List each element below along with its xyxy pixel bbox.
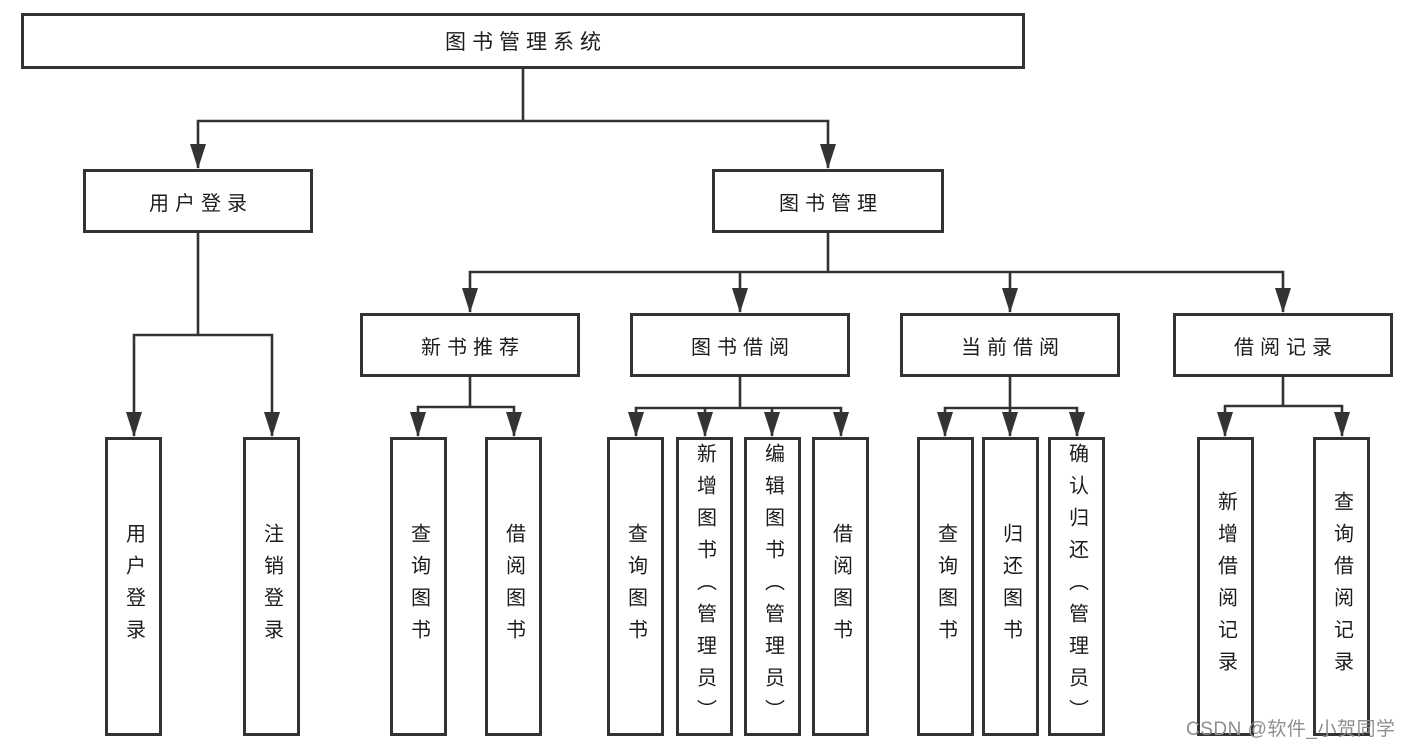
leaf-borrow-query-books: 查询图书 <box>607 437 664 736</box>
node-user-login-label: 用户登录 <box>149 192 253 215</box>
connector-book-borrow-children <box>628 377 849 437</box>
connector-user-login-children <box>126 232 280 437</box>
leaf-edit-books-admin-label: 编辑图书（管理员） <box>761 442 784 731</box>
node-book-management: 图书管理 <box>712 169 944 233</box>
leaf-add-borrow-record: 新增借阅记录 <box>1197 437 1254 736</box>
node-book-borrow: 图书借阅 <box>630 313 850 377</box>
node-library-system-label: 图书管理系统 <box>445 31 607 54</box>
leaf-return-books: 归还图书 <box>982 437 1039 736</box>
leaf-edit-books-admin: 编辑图书（管理员） <box>744 437 801 736</box>
leaf-current-query-books-label: 查询图书 <box>934 522 957 651</box>
leaf-current-query-books: 查询图书 <box>917 437 974 736</box>
leaf-recommend-query-books: 查询图书 <box>390 437 447 736</box>
leaf-add-borrow-record-label: 新增借阅记录 <box>1214 490 1237 683</box>
node-borrow-records: 借阅记录 <box>1173 313 1393 377</box>
leaf-borrow-books: 借阅图书 <box>812 437 869 736</box>
node-book-management-label: 图书管理 <box>779 192 883 215</box>
csdn-watermark: CSDN @软件_小贺同学 <box>1186 719 1396 740</box>
leaf-borrow-query-books-label: 查询图书 <box>624 522 647 651</box>
leaf-user-login-label: 用户登录 <box>122 522 145 651</box>
leaf-add-books-admin: 新增图书（管理员） <box>676 437 733 736</box>
leaf-logout: 注销登录 <box>243 437 300 736</box>
leaf-return-books-label: 归还图书 <box>999 522 1022 651</box>
leaf-query-borrow-record-label: 查询借阅记录 <box>1330 490 1353 683</box>
leaf-recommend-borrow-books-label: 借阅图书 <box>502 522 525 651</box>
connector-root-to-level2 <box>190 68 836 169</box>
leaf-add-books-admin-label: 新增图书（管理员） <box>693 442 716 731</box>
node-new-book-recommend: 新书推荐 <box>360 313 580 377</box>
node-user-login: 用户登录 <box>83 169 313 233</box>
node-book-borrow-label: 图书借阅 <box>691 336 795 359</box>
leaf-borrow-books-label: 借阅图书 <box>829 522 852 651</box>
node-library-system: 图书管理系统 <box>21 13 1025 69</box>
leaf-recommend-query-books-label: 查询图书 <box>407 522 430 651</box>
connector-borrow-records-children <box>1217 377 1350 437</box>
node-current-borrow: 当前借阅 <box>900 313 1120 377</box>
leaf-user-login: 用户登录 <box>105 437 162 736</box>
leaf-query-borrow-record: 查询借阅记录 <box>1313 437 1370 736</box>
node-new-book-recommend-label: 新书推荐 <box>421 336 525 359</box>
leaf-logout-label: 注销登录 <box>260 522 283 651</box>
connector-book-management-children <box>462 232 1291 313</box>
connector-new-book-children <box>410 377 522 437</box>
node-current-borrow-label: 当前借阅 <box>961 336 1065 359</box>
leaf-confirm-return-admin: 确认归还（管理员） <box>1048 437 1105 736</box>
leaf-recommend-borrow-books: 借阅图书 <box>485 437 542 736</box>
connector-current-borrow-children <box>937 377 1085 437</box>
node-borrow-records-label: 借阅记录 <box>1234 336 1338 359</box>
leaf-confirm-return-admin-label: 确认归还（管理员） <box>1065 442 1088 731</box>
